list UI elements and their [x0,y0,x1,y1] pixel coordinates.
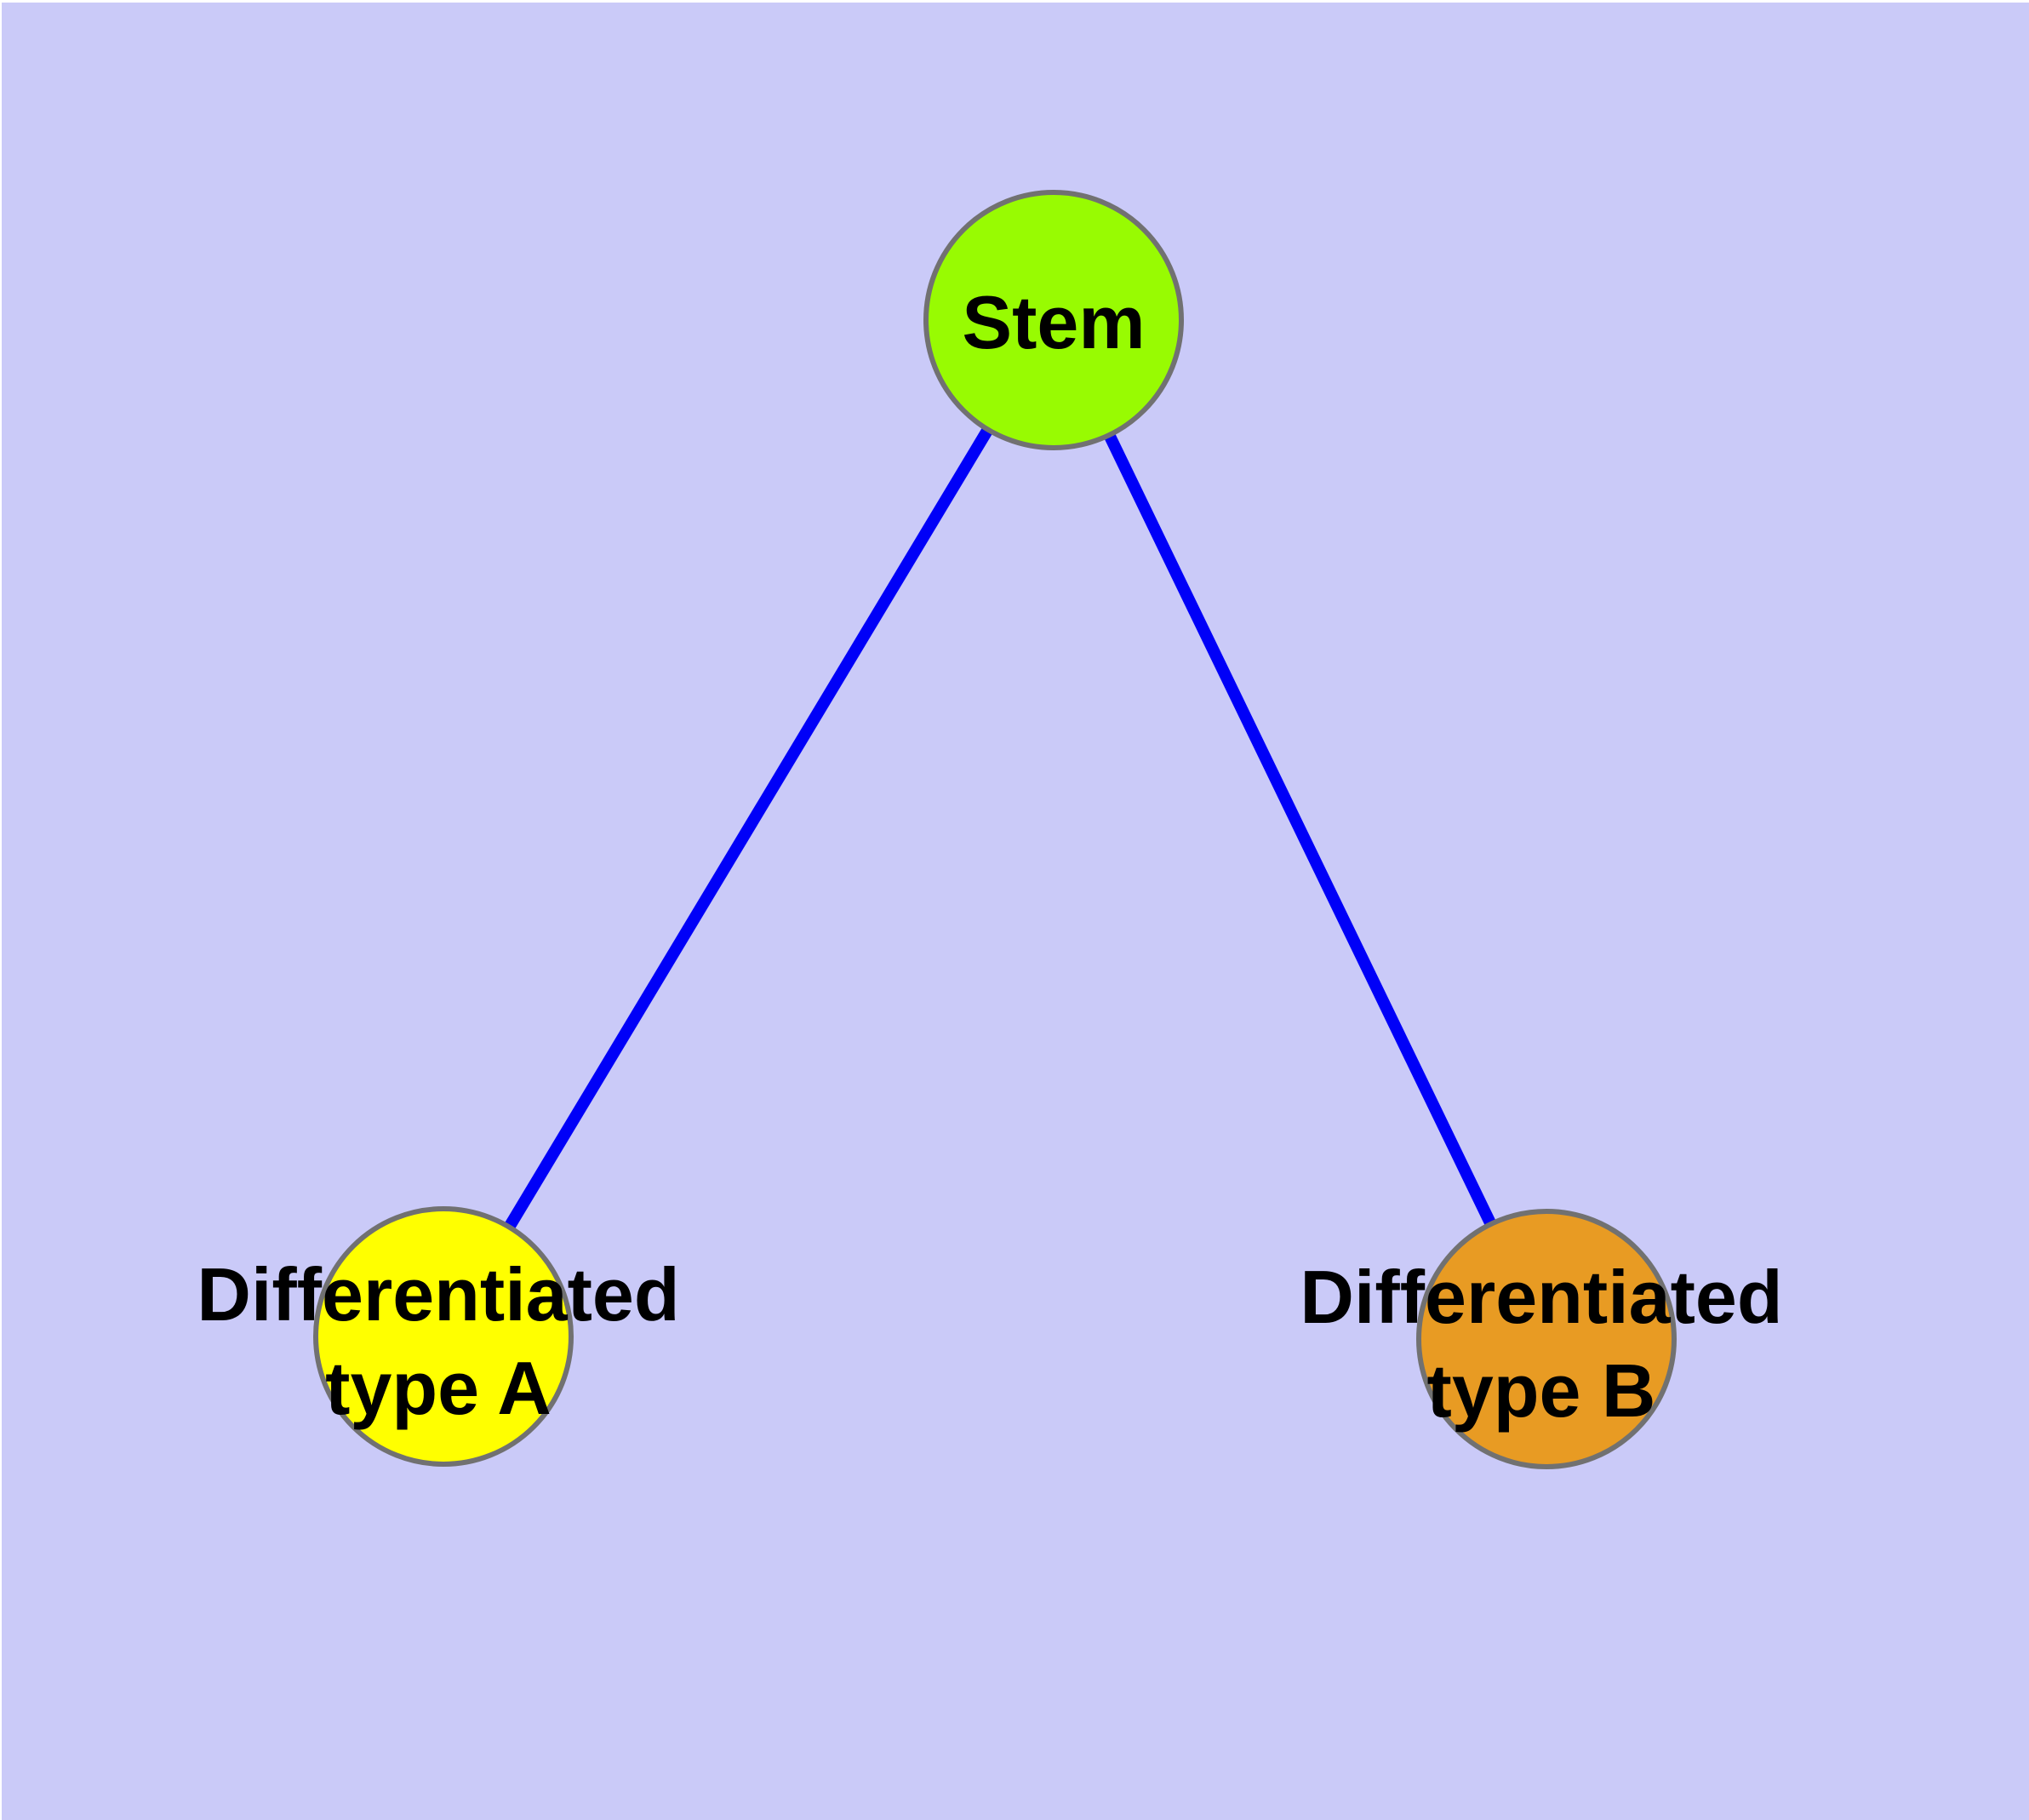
node-stem-label: Stem [962,280,1145,364]
node-differentiated-type-b[interactable]: Differentiated type B [1300,1209,1783,1469]
node-type-b-circle[interactable] [1416,1209,1677,1469]
edge-stem-to-type-b [1048,317,1552,1342]
node-type-a-label-line1: Differentiated [197,1252,679,1336]
edge-stem-to-type-a [437,317,1060,1340]
node-stem-circle[interactable] [923,190,1184,450]
node-stem[interactable]: Stem [923,190,1184,450]
node-differentiated-type-a[interactable]: Differentiated type A [197,1206,680,1467]
node-type-b-label-line1: Differentiated [1300,1255,1782,1339]
node-type-a-label-line2: type A [325,1346,552,1430]
diagram-canvas: Stem Differentiated type A Differentiate… [2,3,2029,1820]
node-type-a-circle[interactable] [313,1206,574,1467]
node-type-b-label-line2: type B [1427,1348,1656,1433]
